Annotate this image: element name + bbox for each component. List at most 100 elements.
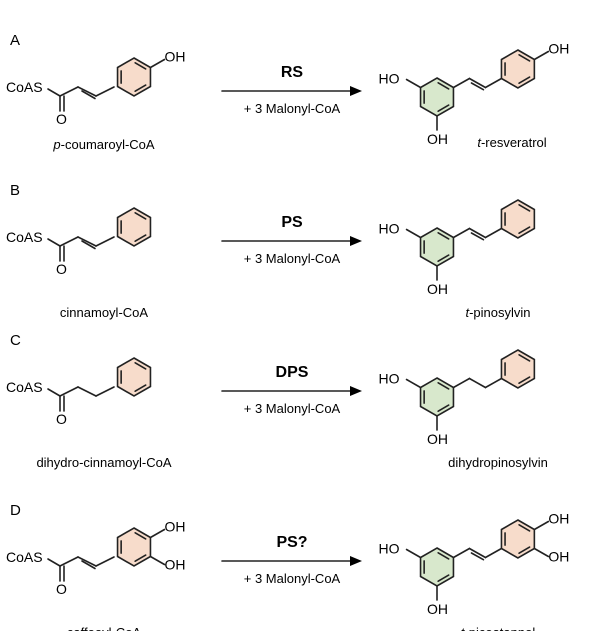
bond: [452, 227, 471, 239]
ring-double-bond: [518, 354, 531, 362]
ring-double-bond: [437, 104, 450, 112]
bond: [59, 236, 79, 247]
bond: [533, 520, 550, 531]
bond: [452, 77, 471, 89]
name-text: -pinosylvin: [469, 305, 530, 320]
resorcinol-ring: [419, 77, 455, 117]
bond: [77, 86, 97, 97]
ring-outline: [419, 377, 455, 417]
bond: [95, 386, 115, 397]
bond: [59, 86, 79, 97]
ring-double-bond: [437, 382, 450, 390]
ring-outline: [500, 349, 536, 389]
ring-double-bond: [518, 54, 531, 62]
hydroxyl-group: HO: [379, 71, 400, 87]
ring-outline: [500, 49, 536, 89]
benzene-ring: [500, 349, 536, 389]
ring-double-bond: [437, 552, 450, 560]
bond: [149, 555, 166, 566]
name-text: dihydro-cinnamoyl-CoA: [36, 455, 171, 470]
name-text: dihydropinosylvin: [448, 455, 548, 470]
bond: [95, 556, 115, 567]
name-text: -resveratrol: [481, 135, 547, 150]
coa-label: CoAS: [6, 549, 43, 565]
name-text: -piceatannol: [464, 625, 535, 631]
name-prefix: t: [465, 305, 470, 320]
phenyl-ring: [500, 49, 536, 89]
name-prefix: p: [52, 137, 60, 152]
ring-outline: [116, 57, 152, 97]
ring-double-bond: [437, 574, 450, 582]
bond: [533, 547, 550, 558]
ring-double-bond: [134, 62, 147, 70]
name-prefix: t: [461, 625, 466, 631]
substrate-name: dihydro-cinnamoyl-CoA: [36, 455, 171, 470]
bond: [452, 377, 471, 389]
cosubstrate-label: + 3 Malonyl-CoA: [244, 401, 341, 416]
name-text: -coumaroyl-CoA: [61, 137, 155, 152]
reaction-arrow: RS + 3 Malonyl-CoA: [221, 64, 362, 116]
bond: [484, 77, 503, 89]
coa-label: CoAS: [6, 79, 43, 95]
product-name: t-resveratrol: [477, 135, 546, 150]
bond: [81, 560, 96, 570]
bond: [468, 377, 487, 389]
bond: [95, 86, 115, 97]
hydroxyl-group: OH: [427, 281, 448, 297]
resorcinol-ring: [419, 547, 455, 587]
product-name: t-piceatannol: [461, 625, 536, 631]
bond: [468, 77, 487, 89]
phenyl-ring: [500, 199, 536, 239]
cosubstrate-label: + 3 Malonyl-CoA: [244, 571, 341, 586]
name-text: caffeoyl-CoA: [67, 625, 142, 631]
ring-double-bond: [518, 204, 531, 212]
bond: [47, 88, 61, 97]
resorcinol-ring: [419, 227, 455, 267]
substrate-phenyl-ring: [116, 527, 152, 567]
substrate-name: cinnamoyl-CoA: [60, 305, 148, 320]
bond: [405, 548, 422, 559]
bond: [468, 547, 487, 559]
substrate-phenyl-ring: [116, 207, 152, 247]
hydroxyl-group: OH: [427, 131, 448, 147]
ring-outline: [116, 357, 152, 397]
bond: [470, 232, 485, 241]
bond: [405, 78, 422, 89]
panel-letter: C: [10, 332, 21, 349]
bond: [405, 378, 422, 389]
substrate-name: p-coumaroyl-CoA: [52, 137, 154, 152]
hydroxyl-group: OH: [548, 549, 569, 565]
benzene-ring: [116, 207, 152, 247]
benzene-ring: [419, 377, 455, 417]
bond: [484, 227, 503, 239]
ring-double-bond: [437, 404, 450, 412]
cosubstrate-label: + 3 Malonyl-CoA: [244, 101, 341, 116]
ring-double-bond: [518, 546, 531, 554]
arrow-head: [350, 86, 362, 96]
benzene-ring: [116, 527, 152, 567]
enzyme-label: DPS: [276, 364, 309, 381]
benzene-ring: [116, 57, 152, 97]
coa-label: CoAS: [6, 379, 43, 395]
arrow-head: [350, 556, 362, 566]
benzene-ring: [419, 77, 455, 117]
benzene-ring: [116, 357, 152, 397]
bond: [77, 236, 97, 247]
product-name: dihydropinosylvin: [448, 455, 548, 470]
hydroxyl-group: OH: [164, 49, 185, 65]
ring-outline: [116, 207, 152, 247]
ring-outline: [500, 199, 536, 239]
enzyme-label: RS: [281, 64, 304, 81]
ring-outline: [500, 519, 536, 559]
hydroxyl-group: OH: [427, 601, 448, 617]
hydroxyl-group: OH: [164, 519, 185, 535]
benzene-ring: [419, 227, 455, 267]
panel-letter: A: [10, 32, 20, 49]
panel-letter: D: [10, 502, 21, 519]
bond: [77, 386, 97, 397]
